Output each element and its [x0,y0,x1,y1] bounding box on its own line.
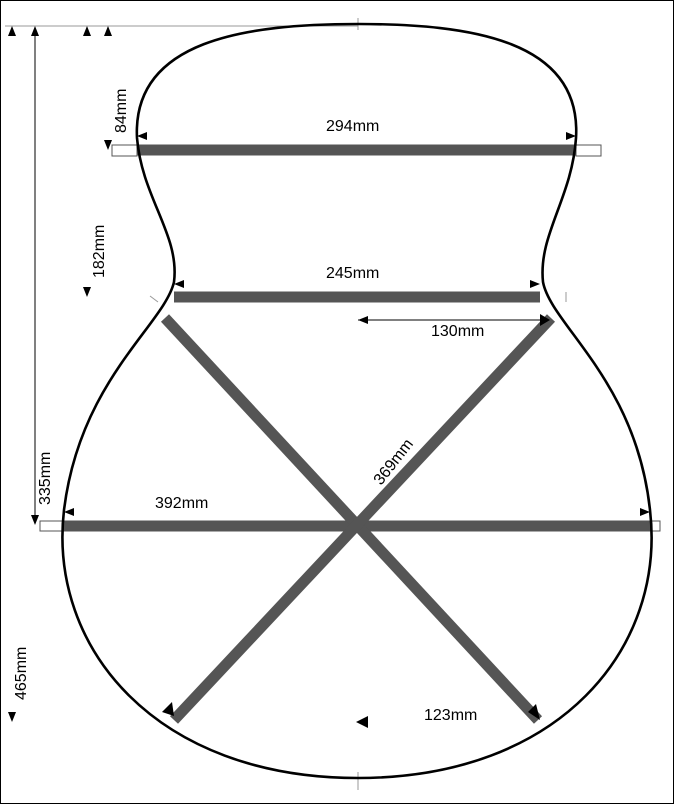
upper-brace-extension-right [575,144,602,157]
arrow-down-right-icon [528,704,540,720]
arrow-down-icon [104,140,112,150]
guitar-body-outline [61,22,653,780]
diagonal-brace-right [169,314,556,724]
upper-bout-width-label: 294mm [326,118,379,135]
arrow-down-left-icon [162,702,174,716]
arrow-left-icon [64,508,74,516]
arrow-up-icon [104,26,112,36]
arrow-left-icon [137,132,147,140]
arrow-right-icon [640,508,650,516]
diagonal-brace-left [160,314,543,724]
arrow-up-icon [8,26,16,36]
arrow-up-icon [83,26,91,36]
arrow-down-icon [31,515,39,525]
upper-brace-extension-left [111,144,138,157]
total-length-label: 465mm [13,647,30,700]
waist-offset-label: 130mm [431,323,484,340]
upper-bout-position-label: 84mm [113,89,130,133]
arrow-left-icon [356,716,368,728]
lower-bout-position-label: 335mm [37,452,54,505]
tail-offset-label: 123mm [424,707,477,724]
waist-position-label: 182mm [91,225,108,278]
lower-bout-width-label: 392mm [155,495,208,512]
lower-brace-extension-left [39,520,65,532]
arrow-right-icon [540,314,550,326]
arrow-right-icon [566,132,576,140]
arrow-down-icon [83,287,91,297]
arrow-left-icon [174,280,184,288]
waist-tick-left [149,295,159,303]
arrow-down-icon [8,712,16,722]
arrow-left-icon [358,316,368,324]
arrow-right-icon [530,280,540,288]
waist-width-label: 245mm [326,265,379,282]
arrow-up-icon [31,26,39,36]
